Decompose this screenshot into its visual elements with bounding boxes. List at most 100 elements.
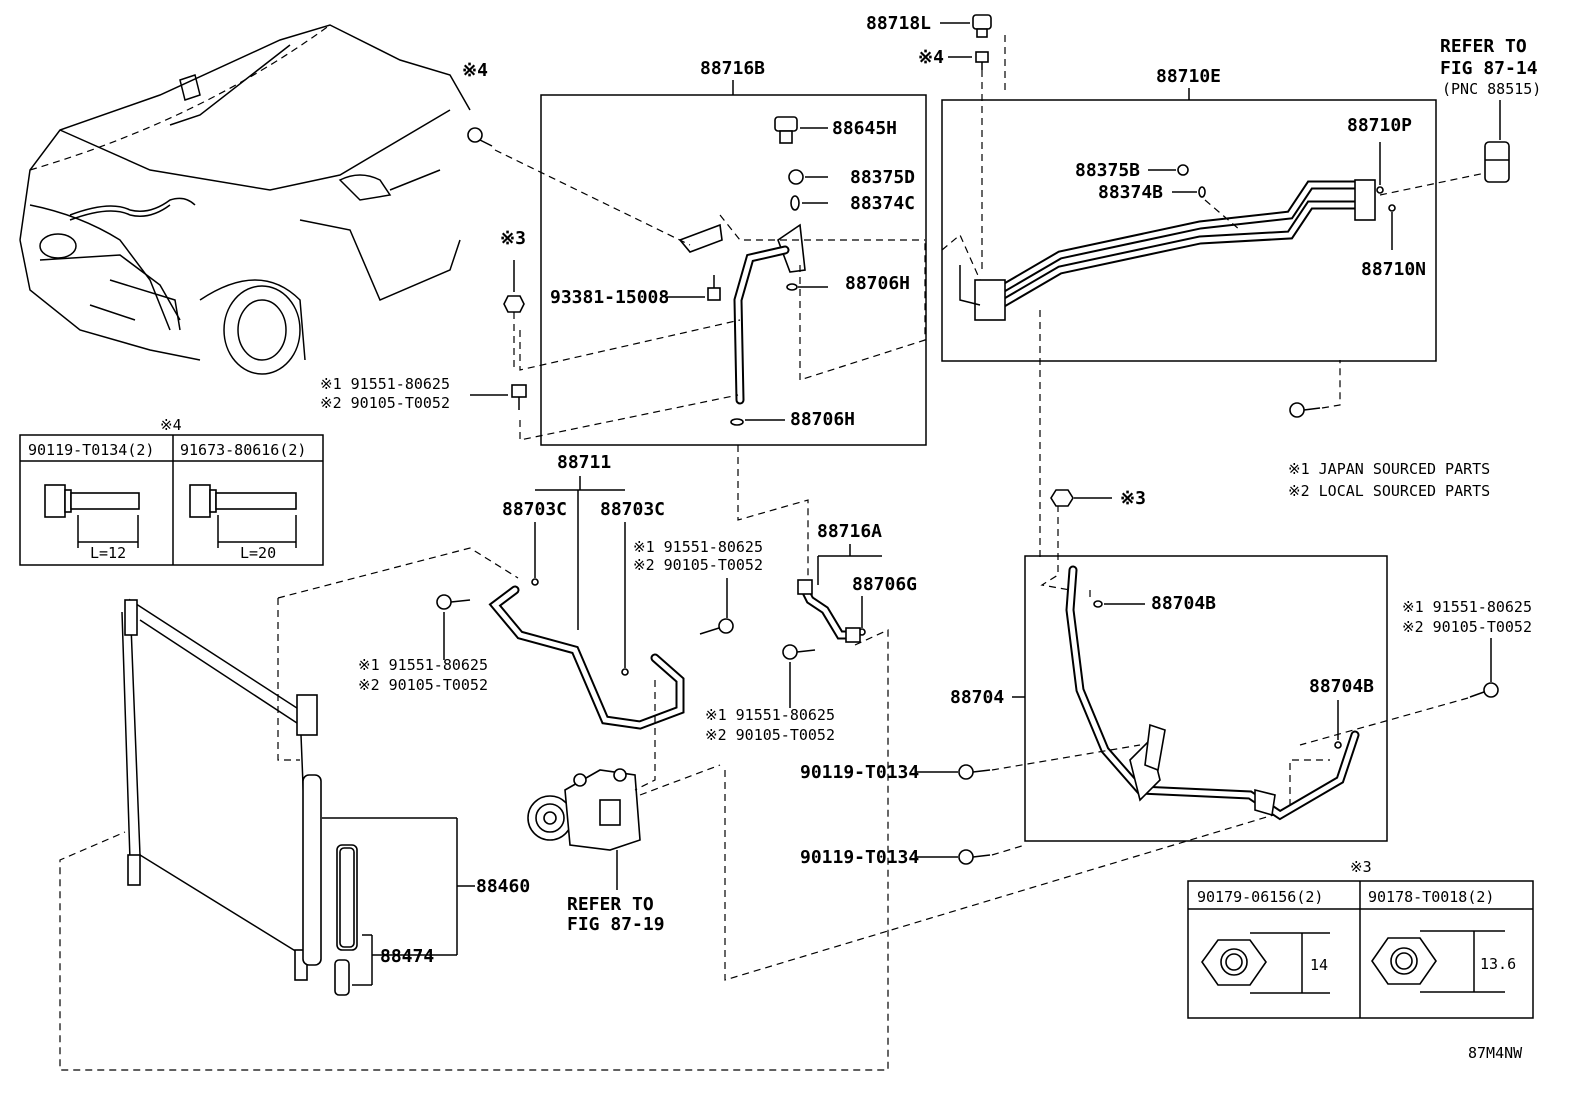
note-b2-japan: ※1 91551-80625 [358,656,488,674]
label-90119-lower: 90119-T0134 [800,847,919,868]
note-n4-top: ※4 [918,47,944,68]
table4-dim1: L=12 [90,544,126,562]
note-n3-mid: ※3 [1120,488,1146,509]
label-88710n: 88710N [1361,259,1426,280]
label-88711: 88711 [557,452,611,473]
bolt-90119-b-icon [958,849,991,865]
label-88716b: 88716B [700,58,765,79]
note-b5-japan: ※1 91551-80625 [1402,598,1532,616]
bolt-90119-a-icon [958,764,991,780]
nut-n3-left-icon [503,295,525,313]
diagram-code: 87M4NW [1468,1044,1523,1062]
label-88703c-right: 88703C [600,499,665,520]
table-n3: 90179-06156(2) 90178-T0018(2) 14 13.6 [1187,880,1534,1019]
bolt-91673-icon [189,484,297,518]
cap-88375b-icon [1177,164,1189,176]
condenser-icon [121,598,318,981]
label-88645h: 88645H [832,118,897,139]
sensor-88718l-icon [972,14,992,38]
label-88374c: 88374C [850,193,915,214]
note-b3-local: ※2 90105-T0052 [633,556,763,574]
nut-90179-icon [1201,939,1267,986]
table3-dim1: 14 [1310,956,1328,974]
refer-top-line2: FIG 87-14 [1440,58,1538,79]
label-90119-upper: 90119-T0134 [800,762,919,783]
note-n4-left: ※4 [462,60,488,81]
label-88718l: 88718L [866,13,931,34]
nut-n3-mid-icon [1050,489,1074,507]
bolt-90119-icon [44,484,140,518]
bolt-b2-icon [436,594,471,610]
valve-block-icon [974,279,1006,321]
bracket-icon [678,223,723,253]
fitting-88515-icon [1484,141,1510,183]
tube-a-fitting-icon [797,579,813,595]
refer-top-line1: REFER TO [1440,36,1527,57]
table3-note: ※3 [1350,858,1372,876]
table3-col2: 90178-T0018(2) [1368,888,1494,906]
label-88374b: 88374B [1098,182,1163,203]
label-88716a: 88716A [817,521,882,542]
tube-fitting-icon [777,223,806,273]
label-88706h-upper: 88706H [845,273,910,294]
legend-note1: ※1 JAPAN SOURCED PARTS [1288,460,1490,478]
refer-bottom-line1: REFER TO [567,894,654,915]
bolt-b1-icon [511,384,527,410]
nut-90178-icon [1371,937,1437,985]
bolt-b4-icon [782,644,816,660]
cap-88375d-icon [788,169,804,185]
block-fitting-icon [1354,179,1376,221]
legend-note2: ※2 LOCAL SOURCED PARTS [1288,482,1490,500]
label-88706h-lower: 88706H [790,409,855,430]
tube-a-end-icon [845,627,861,643]
table3-col1: 90179-06156(2) [1197,888,1323,906]
bolt-n4-top-icon [975,51,989,70]
note-b3-japan: ※1 91551-80625 [633,538,763,556]
table4-dim2: L=20 [240,544,276,562]
note-b4-local: ※2 90105-T0052 [705,726,835,744]
label-88375d: 88375D [850,167,915,188]
oring-88704b-icon [1093,600,1103,608]
table-n4: 90119-T0134(2) 91673-80616(2) L=12 L=20 [19,434,324,566]
label-88704b-right: 88704B [1309,676,1374,697]
vehicle-illustration [19,24,471,375]
bolt-n4-left-icon [467,127,493,147]
label-88474: 88474 [380,946,434,967]
oring-88706h-lower-icon [730,418,744,426]
table4-note: ※4 [160,416,182,434]
bolt-93381-icon [707,275,721,301]
refer-top-line3: (PNC 88515) [1442,80,1541,98]
label-88704b-top: 88704B [1151,593,1216,614]
note-b1-local: ※2 90105-T0052 [320,394,450,412]
label-93381-15008: 93381-15008 [550,287,669,308]
label-88375b: 88375B [1075,160,1140,181]
bolt-right-icon [1289,402,1321,418]
valve-88374b-icon [1198,186,1206,198]
label-88710p: 88710P [1347,115,1412,136]
label-88460: 88460 [476,876,530,897]
group-box-88716b [540,94,927,446]
compressor-icon [527,768,641,851]
bolt-b3-icon [699,618,734,635]
label-88706g: 88706G [852,574,917,595]
table4-col2: 91673-80616(2) [180,441,306,459]
dryer-88474-icon [334,844,358,996]
note-b5-local: ※2 90105-T0052 [1402,618,1532,636]
label-88703c-left: 88703C [502,499,567,520]
group-box-88704 [1024,555,1388,842]
label-88704: 88704 [950,687,1004,708]
bolt-b5-icon [1469,682,1499,698]
receiver-88460-icon [302,774,322,966]
label-88710e: 88710E [1156,66,1221,87]
refer-bottom-line2: FIG 87-19 [567,914,665,935]
valve-88374c-icon [790,195,800,211]
oring-88706h-icon [786,283,798,291]
table3-dim2: 13.6 [1480,955,1516,973]
note-b1-japan: ※1 91551-80625 [320,375,450,393]
switch-88645h-icon [774,116,798,144]
table4-col1: 90119-T0134(2) [28,441,154,459]
note-n3-left: ※3 [500,228,526,249]
note-b4-japan: ※1 91551-80625 [705,706,835,724]
note-b2-local: ※2 90105-T0052 [358,676,488,694]
